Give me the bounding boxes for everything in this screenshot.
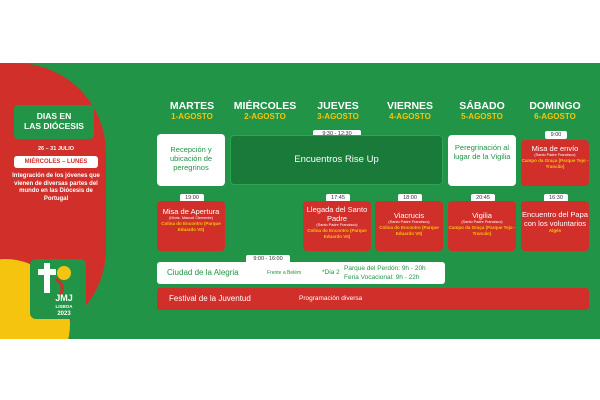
day-date: 4-AGOSTO	[389, 112, 431, 121]
vigilia-card: Vigilia (Santo Padre Francisco) Campo da…	[448, 201, 516, 251]
viacrucis-location: Colina do Encontro (Parque Eduardo VII)	[379, 225, 439, 236]
logo-year-text: 2023	[57, 311, 71, 317]
apertura-text: Misa de Apertura	[162, 207, 220, 216]
voluntarios-location: Algés	[548, 228, 562, 233]
llegada-by: (Santo Padre Francisco)	[316, 223, 358, 227]
misa-envio-location: Campo da Graça (Parque Tejo - Trancão)	[521, 158, 589, 169]
feria-vocacional-text: Feria Vocacional: 9h - 22h	[344, 274, 420, 281]
day-date: 1-AGOSTO	[171, 112, 213, 121]
logo-lisboa-text: LISBOA	[55, 304, 73, 309]
parque-perdon-text: Parque del Perdón: 9h - 20h	[344, 265, 426, 272]
frente-belem-text: Frente a Belém	[267, 270, 302, 276]
dioceses-title-line2: LAS DIÓCESIS	[24, 121, 84, 131]
viacrucis-by: (Santo Padre Francisco)	[388, 220, 430, 224]
ciudad-alegria-text: Ciudad de la Alegria	[167, 268, 239, 277]
llegada-card: Llegada del Santo Padre (Santo Padre Fra…	[303, 201, 371, 251]
festival-juventud-bar: Festival de la Juventud Programación div…	[157, 288, 589, 310]
misa-envio-card: Misa de envío (Santo Padre Francisco) Ca…	[521, 140, 589, 186]
day-header-viernes: VIERNES 4-AGOSTO	[374, 100, 446, 122]
day-name: SÁBADO	[459, 100, 505, 112]
day-name: MIÉRCOLES	[233, 100, 297, 112]
llegada-text: Llegada del Santo Padre	[306, 205, 368, 223]
schedule-poster: DIAS EN LAS DIÓCESIS 26 – 31 JULIO MIÉRC…	[0, 63, 600, 339]
programacion-diversa-text: Programación diversa	[299, 295, 363, 302]
viacrucis-card: Viacrucis (Santo Padre Francisco) Colina…	[375, 201, 443, 251]
dioceses-dates: 26 – 31 JULIO	[37, 146, 75, 152]
viacrucis-time: 18:00	[398, 194, 422, 202]
day-name: DOMINGO	[529, 100, 581, 112]
day-header-martes: MARTES 1-AGOSTO	[156, 100, 228, 122]
dioceses-description: Integración de los jóvenes que vienen de…	[12, 173, 100, 202]
rise-up-card: Encuentros Rise Up	[230, 135, 443, 185]
day-name: VIERNES	[386, 100, 434, 112]
vigilia-by: (Santo Padre Francisco)	[461, 220, 503, 224]
day-date: 2-AGOSTO	[244, 112, 286, 121]
day-header-miercoles: MIÉRCOLES 2-AGOSTO	[229, 100, 301, 122]
peregrinacion-card: Peregrinación al lugar de la Vigilia	[448, 135, 516, 186]
day-header-sabado: SÁBADO 5-AGOSTO	[446, 100, 518, 122]
viacrucis-text: Viacrucis	[393, 211, 425, 220]
apertura-card: Misa de Apertura (Mons. Manuel Clemente)…	[157, 201, 225, 251]
day-date: 6-AGOSTO	[534, 112, 576, 121]
voluntarios-card: Encuentro del Papa con los voluntarios A…	[521, 201, 589, 251]
ciudad-alegria-bar: Ciudad de la Alegria Frente a Belém *Dia…	[157, 262, 445, 284]
dia2-text: *Dia 2	[322, 269, 340, 276]
peregrinacion-text: Peregrinación al lugar de la Vigilia	[453, 143, 511, 161]
recepcion-text: Recepción y ubicación de peregrinos	[169, 145, 213, 172]
apertura-location: Colina do Encontro (Parque Eduardo VII)	[161, 221, 221, 232]
day-name: JUEVES	[317, 100, 359, 112]
llegada-time: 17:45	[326, 194, 350, 202]
day-name: MARTES	[169, 100, 215, 112]
misa-envio-by: (Santo Padre Francisco)	[534, 153, 576, 157]
dioceses-title-box: DIAS EN LAS DIÓCESIS	[14, 105, 94, 139]
ciudad-time: 9:00 - 16:00	[246, 255, 290, 263]
rise-up-text: Encuentros Rise Up	[294, 154, 379, 165]
apertura-by: (Mons. Manuel Clemente)	[169, 216, 213, 220]
day-header-jueves: JUEVES 3-AGOSTO	[302, 100, 374, 122]
jmj-logo-icon: JMJ LISBOA 2023	[30, 259, 86, 319]
voluntarios-text: Encuentro del Papa con los voluntarios	[522, 210, 588, 228]
vigilia-time: 20:45	[471, 194, 495, 202]
vigilia-text: Vigilia	[472, 211, 492, 220]
misa-envio-time: 9:00	[545, 131, 567, 139]
festival-juventud-text: Festival de la Juventud	[169, 294, 251, 303]
day-header-domingo: DOMINGO 6-AGOSTO	[519, 100, 591, 122]
rise-up-time: 9:30 - 12:30	[313, 130, 361, 138]
day-date: 5-AGOSTO	[461, 112, 503, 121]
misa-envio-text: Misa de envío	[531, 144, 579, 153]
dioceses-title-line1: DIAS EN	[36, 111, 72, 121]
voluntarios-time: 16:30	[544, 194, 568, 202]
llegada-location: Colina do Encontro (Parque Eduardo VII)	[307, 228, 367, 239]
recepcion-card: Recepción y ubicación de peregrinos	[157, 134, 225, 186]
vigilia-location: Campo da Graça (Parque Tejo - Trancão)	[448, 225, 516, 236]
dioceses-days-badge: MIÉRCOLES – LUNES	[14, 156, 98, 168]
apertura-time: 19:00	[180, 194, 204, 202]
day-date: 3-AGOSTO	[317, 112, 359, 121]
logo-jmj-text: JMJ	[55, 293, 73, 303]
